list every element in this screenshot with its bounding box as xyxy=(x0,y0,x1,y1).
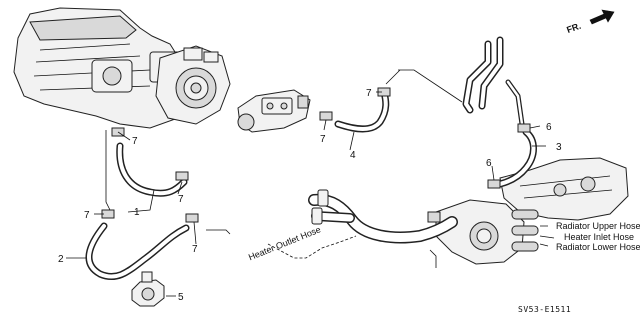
callout-7-center: 7 xyxy=(320,134,326,145)
heater-pipe-assembly xyxy=(462,36,525,127)
thermostat-fitting xyxy=(131,271,165,307)
fr-direction-label: FR. xyxy=(565,21,582,35)
heater-outlet-hose-label: Heater Outlet Hose xyxy=(247,224,322,262)
callout-7-upper-left: 7 xyxy=(132,136,138,147)
leader-lines xyxy=(66,69,555,297)
radiator-lower-hose-label: Radiator Lower Hose xyxy=(556,242,640,252)
callout-7-top-center: 7 xyxy=(366,88,372,99)
heater-inlet-hose-label: Heater Inlet Hose xyxy=(564,232,634,242)
callout-6-lower: 6 xyxy=(486,158,492,169)
callout-1: 1 xyxy=(134,207,140,218)
idle-air-control-valve xyxy=(237,89,311,133)
front-arrow-icon xyxy=(589,9,615,25)
hose-1 xyxy=(116,142,188,197)
callout-6-upper: 6 xyxy=(546,122,552,133)
radiator-upper-hose-label: Radiator Upper Hose xyxy=(556,221,640,231)
callout-4: 4 xyxy=(350,150,356,161)
throttle-body xyxy=(155,45,231,125)
callout-5: 5 xyxy=(178,292,184,303)
callout-2: 2 xyxy=(58,254,64,265)
hose-4 xyxy=(334,88,390,133)
hose-3 xyxy=(496,128,537,188)
callout-7-left: 7 xyxy=(84,210,90,221)
heater-outlet-pipe xyxy=(308,189,458,268)
callout-3: 3 xyxy=(556,142,562,153)
diagram-code: SV53-E1511 xyxy=(518,305,571,314)
hose-2 xyxy=(85,222,190,281)
callout-7-lower: 7 xyxy=(192,244,198,255)
callout-7-right-of-hose-1: 7 xyxy=(178,194,184,205)
water-outlet-assembly xyxy=(427,157,629,265)
front-direction-indicator: FR. xyxy=(565,9,615,35)
